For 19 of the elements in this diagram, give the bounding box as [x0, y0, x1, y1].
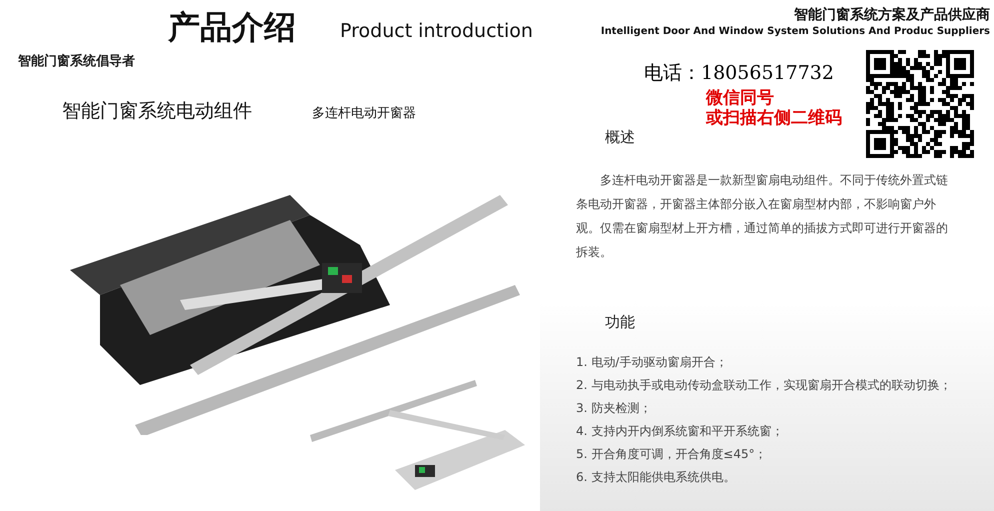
feature-item: 2. 与电动执手或电动传动盒联动工作，实现窗扇开合模式的联动切换；: [576, 377, 952, 394]
contact-note: 微信同号: [706, 87, 774, 108]
feature-item: 6. 支持太阳能供电系统供电。: [576, 469, 736, 486]
contact-note: 或扫描右侧二维码: [706, 107, 842, 129]
phone-number: 电话：18056517732: [644, 61, 834, 86]
feature-item: 3. 防夹检测；: [576, 400, 652, 417]
section-heading: 智能门窗系统电动组件: [62, 99, 252, 124]
tagline: 智能门窗系统倡导者: [18, 52, 135, 70]
header-text: 智能门窗系统方案及产品供应商: [794, 6, 990, 24]
feature-item: 1. 电动/手动驱动窗扇开合；: [576, 354, 728, 371]
section-heading: 功能: [605, 313, 635, 332]
subtitle: Product introduction: [340, 20, 533, 42]
header-text: Intelligent Door And Window System Solutions And Produc Suppliers: [600, 26, 990, 37]
feature-item: 4. 支持内开内倒系统窗和平开系统窗；: [576, 423, 784, 440]
description-paragraph: 多连杆电动开窗器是一款新型窗扇电动组件。不同于传统外置式链条电动开窗器，开窗器主体部分嵌入在窗扇型材内部，不影响窗户外观。仅需在窗扇型材上开方槽，通过简单的插拔方式即可进行开窗器的拆装。: [576, 172, 949, 261]
feature-item: 5. 开合角度可调，开合角度≤45°；: [576, 446, 767, 463]
section-subheading: 多连杆电动开窗器: [312, 105, 416, 122]
page-title: 产品介绍: [168, 7, 296, 48]
section-heading: 概述: [605, 128, 635, 147]
